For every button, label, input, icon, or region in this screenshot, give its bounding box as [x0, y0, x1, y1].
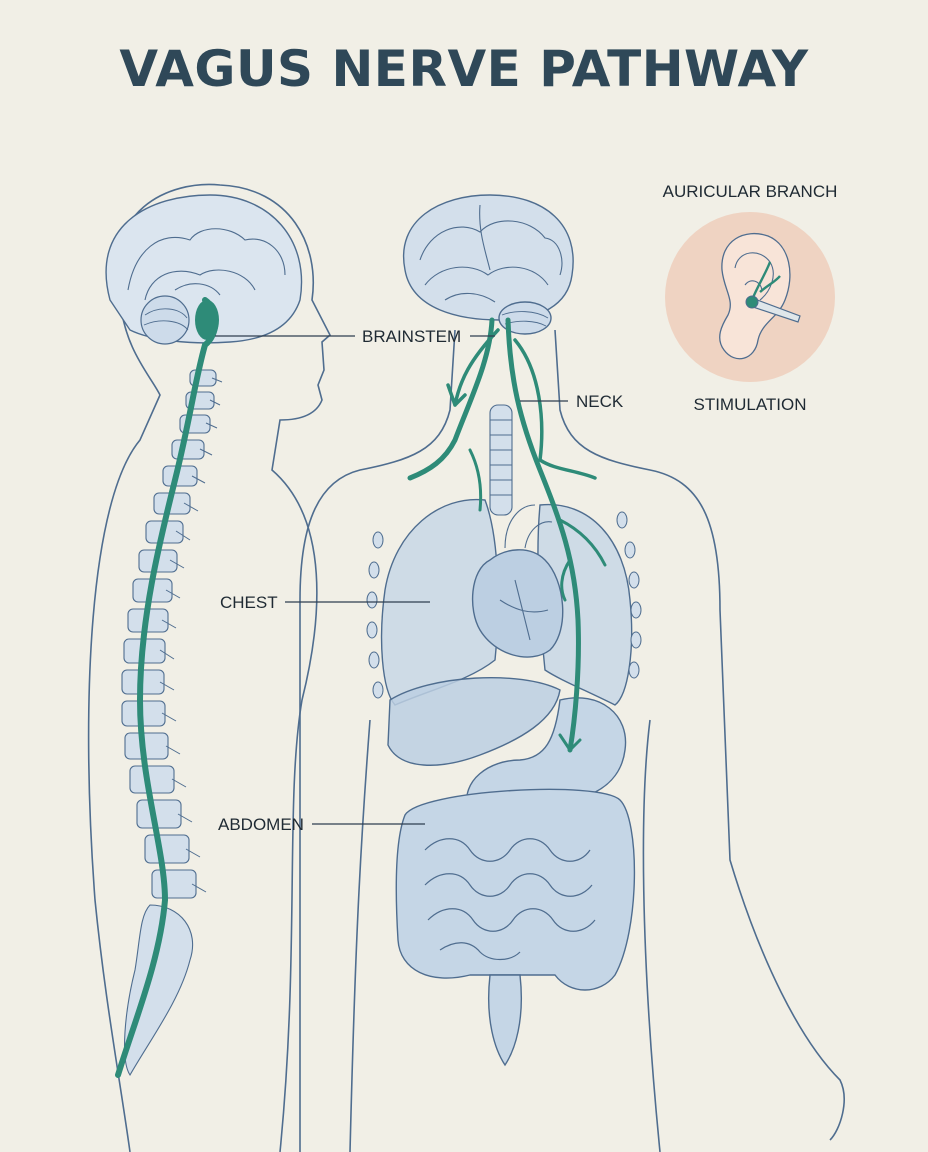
label-abdomen-group: ABDOMEN: [218, 815, 425, 834]
large-intestine: [396, 789, 634, 990]
intestines: [396, 789, 634, 1065]
auricular-inset: AURICULAR BRANCH STIMULATION: [663, 182, 838, 414]
side-cerebellum: [141, 296, 189, 344]
label-abdomen: ABDOMEN: [218, 815, 304, 834]
label-brainstem: BRAINSTEM: [362, 327, 461, 346]
label-neck-group: NECK: [520, 392, 624, 411]
liver: [388, 678, 560, 766]
label-chest: CHEST: [220, 593, 278, 612]
label-stimulation: STIMULATION: [693, 395, 806, 414]
front-brain: [404, 195, 574, 334]
trachea: [490, 405, 512, 515]
label-auricular-branch: AURICULAR BRANCH: [663, 182, 838, 201]
side-brainstem: [195, 300, 219, 340]
spine-vertebrae: [122, 370, 216, 1075]
rectum: [489, 975, 522, 1065]
label-neck: NECK: [576, 392, 624, 411]
